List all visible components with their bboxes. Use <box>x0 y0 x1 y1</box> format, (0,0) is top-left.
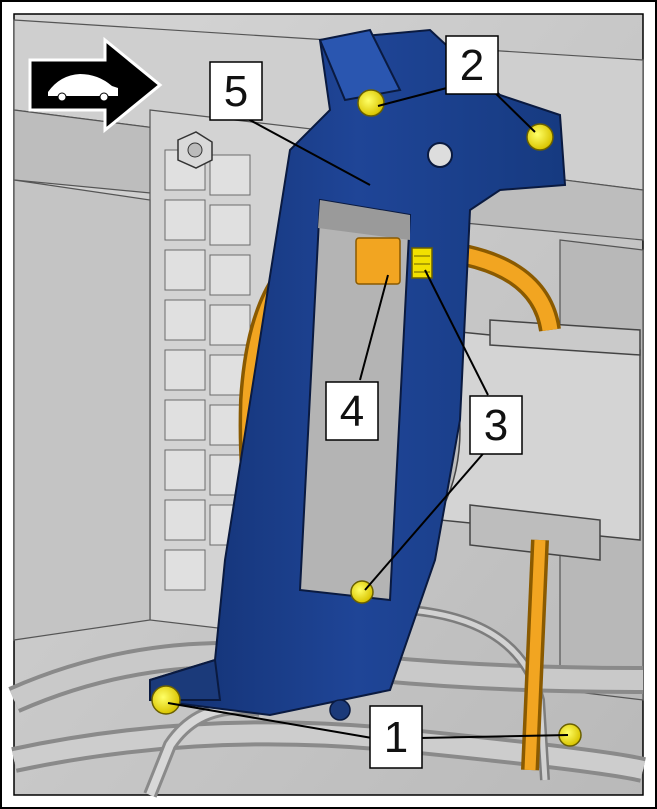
clip-upper <box>411 247 433 279</box>
leader-1a <box>167 702 373 739</box>
callout-2-label: 2 <box>460 41 484 90</box>
car-direction-arrow-icon <box>28 36 163 134</box>
side-housing <box>439 319 641 561</box>
bracket-rivet <box>329 699 351 721</box>
bolts <box>151 89 582 747</box>
leader-3b <box>364 447 489 591</box>
connector <box>355 237 401 285</box>
leader-4 <box>359 274 389 381</box>
callout-4-label: 4 <box>340 387 364 436</box>
callout-2: 2 <box>445 35 499 95</box>
callout-4: 4 <box>325 381 379 441</box>
leader-5 <box>234 111 371 186</box>
callout-1-label: 1 <box>384 713 408 762</box>
callout-3-label: 3 <box>484 401 508 450</box>
leader-lines <box>167 83 569 739</box>
callout-3: 3 <box>469 395 523 455</box>
leader-3a <box>424 269 489 396</box>
callout-1: 1 <box>369 705 423 769</box>
bolt-top-left <box>357 89 385 117</box>
bolt-bottom-left <box>151 685 181 715</box>
background-nut <box>177 131 213 169</box>
callout-5-label: 5 <box>224 67 248 116</box>
callout-5: 5 <box>209 61 263 121</box>
leader-1b <box>419 734 569 739</box>
